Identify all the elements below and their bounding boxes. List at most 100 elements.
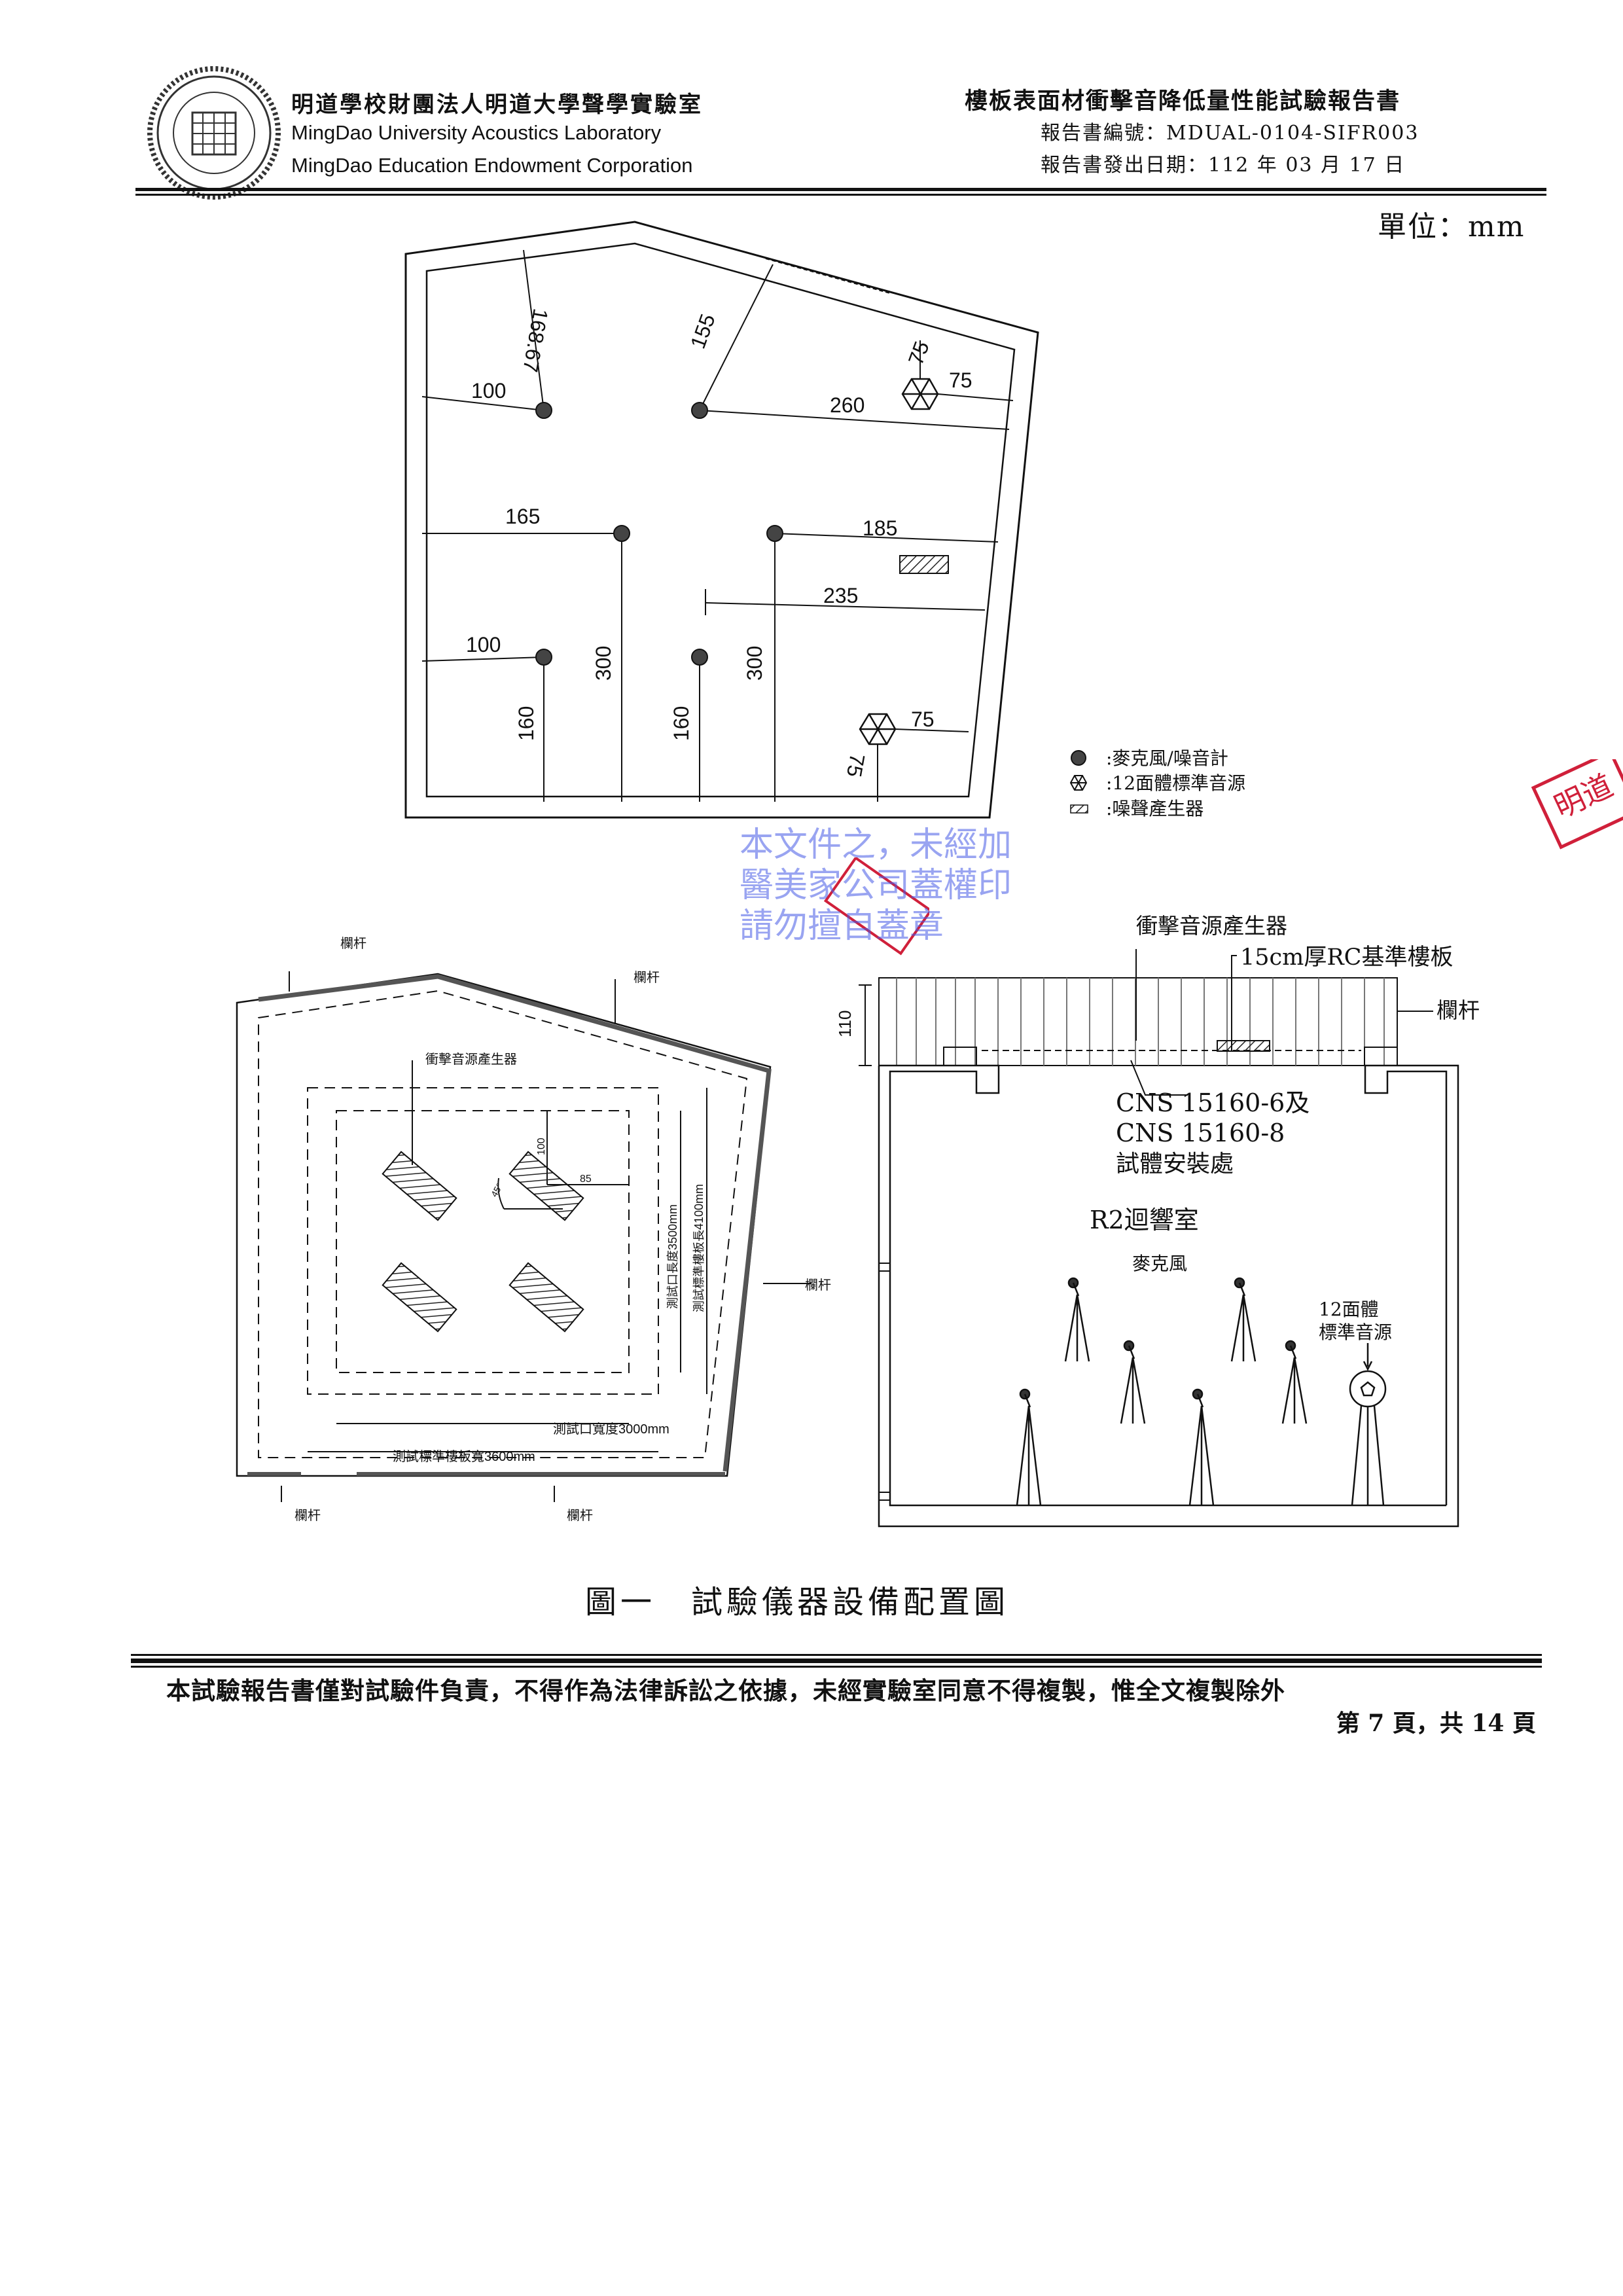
microphone-stands xyxy=(1016,1277,1387,1506)
footer-rule-thin xyxy=(131,1666,1542,1668)
report-title: 樓板表面材衝擊音降低量性能試驗報告書 xyxy=(965,88,1401,115)
dim-label: 260 xyxy=(830,393,865,417)
height-dim-label: 110 xyxy=(835,1011,855,1037)
microphone-positions xyxy=(535,402,783,666)
railing-posts xyxy=(896,978,1385,1066)
noise-generator-icon xyxy=(899,555,949,574)
watermark-line-1: 本文件之，未經加 xyxy=(740,825,1012,865)
tapping-machine-icon xyxy=(1217,1040,1270,1052)
org-name-en-2: MingDao Education Endowment Corporation xyxy=(291,154,693,177)
microphone-stand-icon xyxy=(1016,1388,1042,1506)
legend: :麥克風/噪音計 :12面體標準音源 :噪聲產生器 xyxy=(1069,747,1245,819)
dim-label: 100 xyxy=(471,379,506,403)
microphone-dot xyxy=(613,525,630,542)
unit-label: 單位：mm xyxy=(1378,210,1525,243)
tapping-machine-positions xyxy=(382,1151,584,1333)
dodecahedron-sources xyxy=(859,378,939,745)
dim-label: 75 xyxy=(842,752,870,779)
microphone-dot xyxy=(535,402,552,419)
cns-standard-label: CNS 15160-6及 xyxy=(1116,1088,1310,1117)
room-label: R2迴響室 xyxy=(1090,1206,1199,1234)
dim-label: 168.67 xyxy=(518,307,552,374)
slab-boundary xyxy=(307,1087,659,1395)
dim-label: 300 xyxy=(592,646,615,681)
dim-label: 165 xyxy=(505,505,540,528)
microphone-dot xyxy=(691,649,708,666)
test-opening xyxy=(336,1110,630,1373)
dim-label: 100 xyxy=(466,633,501,656)
watermark-line-3: 請勿擅自蓋章 xyxy=(740,906,944,946)
figure-caption: 圖一 試驗儀器設備配置圖 xyxy=(585,1584,1010,1621)
dodecahedron-source-stand-icon xyxy=(1349,1343,1387,1506)
dodecahedron-source-icon xyxy=(859,713,897,745)
railing-label: 欄杆 xyxy=(567,1507,593,1523)
dodecahedron-source-icon xyxy=(901,378,939,410)
tapping-machine-label: 衝擊音源產生器 xyxy=(1136,913,1287,939)
slab-plan-drawing: 欄杆 欄杆 欄杆 欄杆 欄杆 衝擊音源產生器 測試口寬度3000mm 測試標準樓… xyxy=(236,935,831,1523)
tapping-machine-icon xyxy=(508,1262,584,1333)
dim-label: 85 xyxy=(580,1174,592,1185)
dim-label: 75 xyxy=(904,338,934,368)
dim-label: 75 xyxy=(949,368,972,392)
angle-label: 45° xyxy=(489,1181,505,1198)
org-name-en-1: MingDao University Acoustics Laboratory xyxy=(291,121,662,144)
plan-inner-wall xyxy=(425,242,1016,798)
microphone-stand-icon xyxy=(1281,1340,1308,1424)
dim-label: 155 xyxy=(686,311,720,351)
dim-label: 160 xyxy=(514,706,538,741)
red-seal-stamp-center xyxy=(823,857,929,956)
issue-date: 報告書發出日期：112 年 03 月 17 日 xyxy=(1041,154,1406,177)
dim-label: 185 xyxy=(863,516,897,540)
page-number: 第 7 頁，共 14 頁 xyxy=(1336,1710,1536,1737)
opening-length-label: 測試口長度3500mm xyxy=(666,1204,679,1309)
opening-width-label: 測試口寬度3000mm xyxy=(553,1422,669,1437)
microphone-dot xyxy=(766,525,783,542)
railing-frame xyxy=(878,977,1398,1066)
railing-label: 欄杆 xyxy=(1436,997,1480,1023)
red-seal-stamp-right: 明道 xyxy=(1531,759,1623,850)
footer-rule xyxy=(131,1654,1542,1656)
dim-label: 100 xyxy=(536,1138,547,1155)
cns-standard-label: CNS 15160-8 xyxy=(1116,1119,1285,1147)
watermark-line-2: 醫美家公司蓋權印 xyxy=(740,866,1012,905)
header-rule xyxy=(135,188,1546,191)
railing-label: 欄杆 xyxy=(633,969,660,985)
report-number: 報告書編號：MDUAL-0104-SIFR003 xyxy=(1041,122,1419,145)
railing-label: 欄杆 xyxy=(340,935,366,951)
dim-label: 75 xyxy=(911,708,935,731)
hatched-rect-icon xyxy=(1070,804,1088,814)
rc-slab-label: 15cm厚RC基準樓板 xyxy=(1240,944,1453,971)
microphone-stand-icon xyxy=(1064,1277,1090,1362)
slab-width-label: 測試標準樓板寬3600mm xyxy=(393,1449,535,1464)
tapping-machine-icon xyxy=(382,1262,457,1333)
microphone-label: 麥克風 xyxy=(1132,1253,1187,1274)
slab-length-label: 測試標準樓板長4100mm xyxy=(692,1184,705,1312)
dimension-lines xyxy=(421,249,1014,802)
legend-label: :噪聲產生器 xyxy=(1106,798,1204,819)
microphone-dot xyxy=(535,649,552,666)
dim-label: 235 xyxy=(823,584,858,607)
footer-rule-thick xyxy=(131,1659,1542,1663)
slab-dashed-outline xyxy=(258,990,748,1458)
microphone-dot-icon xyxy=(1071,750,1086,766)
microphone-stand-icon xyxy=(1120,1340,1146,1424)
dim-label: 160 xyxy=(669,706,693,741)
railing-label: 欄杆 xyxy=(294,1507,321,1523)
specimen-install-label: 試體安裝處 xyxy=(1116,1151,1234,1177)
tapping-machine-icon xyxy=(508,1151,584,1221)
railing-label: 欄杆 xyxy=(805,1277,831,1293)
microphone-stand-icon xyxy=(1188,1388,1215,1506)
footer-disclaimer: 本試驗報告書僅對試驗件負責，不得作為法律訴訟之依據，未經實驗室同意不得複製，惟全… xyxy=(166,1676,1285,1705)
dim-label: 300 xyxy=(743,646,766,681)
microphone-stand-icon xyxy=(1230,1277,1257,1362)
source-label: 標準音源 xyxy=(1319,1321,1392,1343)
legend-label: :12面體標準音源 xyxy=(1106,772,1245,794)
org-name-cn: 明道學校財團法人明道大學聲學實驗室 xyxy=(291,92,703,118)
source-label: 12面體 xyxy=(1319,1299,1379,1320)
section-view-drawing: 衝擊音源產生器 15cm厚RC基準樓板 欄杆 110 CNS 15160-6及 … xyxy=(835,913,1480,1528)
legend-label: :麥克風/噪音計 xyxy=(1106,747,1228,769)
tapping-machine-label: 衝擊音源產生器 xyxy=(425,1051,517,1067)
microphone-dot xyxy=(691,402,708,419)
tapping-machine-icon xyxy=(382,1151,457,1221)
reverberation-room xyxy=(878,1064,1459,1528)
